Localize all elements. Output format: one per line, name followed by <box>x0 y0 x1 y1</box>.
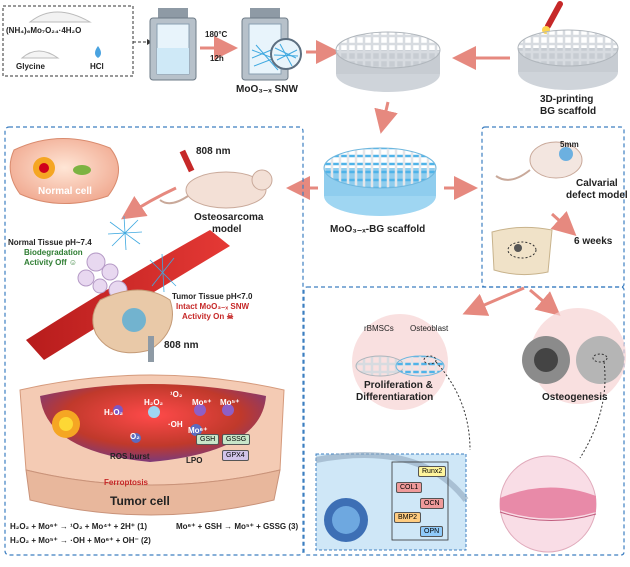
synthesis-temperature: 180°C <box>205 30 228 39</box>
equation-2: H₂O₂ + Mo⁵⁺ → ·OH + Mo⁶⁺ + OH⁻ (2) <box>10 536 151 545</box>
biodegradation-label: Biodegradation <box>24 248 83 257</box>
rbmscs-label: rBMSCs <box>364 324 394 333</box>
normal-cell-label: Normal cell <box>38 186 92 197</box>
species-mo6-1: Mo⁶⁺ <box>192 398 212 407</box>
bg-scaffold-label-1: 3D-printing <box>540 94 594 105</box>
proliferation-label-2: Differentiaration <box>356 392 434 403</box>
reagent-glycine: Glycine <box>16 62 45 71</box>
species-mo6-2: Mo⁶⁺ <box>188 426 208 435</box>
osteoblast-label: Osteoblast <box>410 324 449 333</box>
reagent-hcl: HCl <box>90 62 104 71</box>
species-h2o2-2: H₂O₂ <box>104 408 124 417</box>
activity-on-label: Activity On ☠ <box>182 312 234 321</box>
weeks-label: 6 weeks <box>574 236 613 247</box>
bg-scaffold-label-2: BG scaffold <box>540 106 597 117</box>
gene-col1: COL1 <box>396 482 423 493</box>
species-h2o2-1: H₂O₂ <box>144 398 164 407</box>
gene-bmp2: BMP2 <box>394 512 422 523</box>
equation-3: Mo⁶⁺ + GSH → Mo⁵⁺ + GSSG (3) <box>176 522 299 531</box>
species-oh: ·OH <box>168 420 183 429</box>
product-label: MoO₃₋ₓ SNW <box>236 84 298 95</box>
species-gsh: GSH <box>196 434 220 445</box>
intact-snw-label: Intact MoO₃₋ₓ SNW <box>176 302 250 311</box>
laser-top-label: 808 nm <box>196 146 231 157</box>
species-gpx4: GPX4 <box>222 450 249 461</box>
laser-bottom-label: 808 nm <box>164 340 199 351</box>
activity-off-label: Activity Off ☺ <box>24 258 78 267</box>
species-singlet-oxygen: ¹O₂ <box>170 390 183 399</box>
equation-1: H₂O₂ + Mo⁶⁺ → ¹O₂ + Mo⁴⁺ + 2H⁺ (1) <box>10 522 147 531</box>
species-ros: ROS burst <box>110 452 150 461</box>
mouse-label-1: Osteosarcoma <box>194 212 264 223</box>
ferroptosis-label: Ferroptosis <box>104 478 149 487</box>
species-lpo: LPO <box>186 456 203 465</box>
mouse-scale-label: 5mm <box>560 140 579 149</box>
species-o2: O₂ <box>130 432 140 441</box>
normal-tissue-label: Normal Tissue pH~7.4 <box>8 238 92 247</box>
tumor-cell-label: Tumor cell <box>110 494 170 508</box>
reagent-ammonium-molybdate: (NH₄)₆Mo₇O₂₄·4H₂O <box>6 26 82 35</box>
proliferation-label-1: Proliferation & <box>364 380 433 391</box>
tumor-tissue-label: Tumor Tissue pH<7.0 <box>172 292 253 301</box>
calvarial-label-2: defect model <box>566 190 628 201</box>
gene-opn: OPN <box>420 526 444 537</box>
osteogenesis-label: Osteogenesis <box>542 392 608 403</box>
mouse-label-2: model <box>212 224 242 235</box>
species-gssg: GSSG <box>222 434 251 445</box>
synthesis-time: 12h <box>210 54 224 63</box>
calvarial-label-1: Calvarial <box>576 178 618 189</box>
gene-runx2: Runx2 <box>418 466 447 477</box>
composite-scaffold-label: MoO₃₋ₓ-BG scaffold <box>330 224 426 235</box>
species-mo5: Mo⁵⁺ <box>220 398 240 407</box>
gene-ocn: OCN <box>420 498 444 509</box>
